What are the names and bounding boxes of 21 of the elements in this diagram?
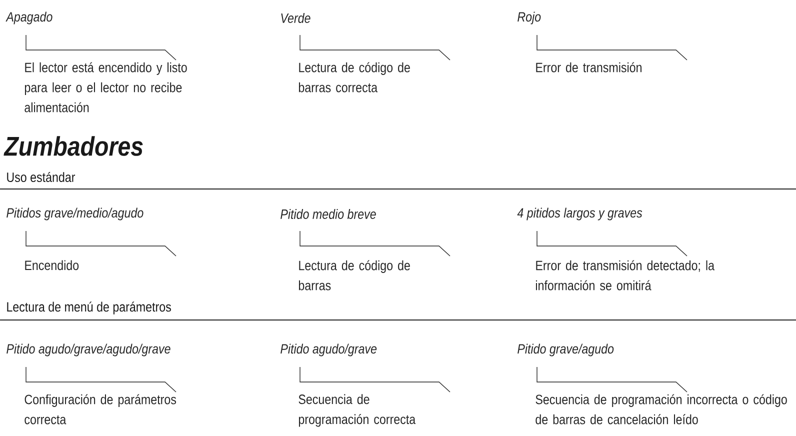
heading-text: Apagado: [6, 12, 52, 24]
heading-text: Pitido agudo/grave: [280, 344, 377, 356]
description-text: Secuencia de programación incorrecta o código de barras de cancelación leído: [536, 394, 787, 424]
heading-text: 4 pitidos largos y graves: [517, 208, 642, 220]
heading-text: Pitidos grave/medio/agudo: [6, 208, 144, 220]
description-text: Lectura de código de barras correcta: [298, 62, 410, 92]
heading-text: Pitido grave/agudo: [518, 344, 614, 356]
description-text: Error de transmisión detectado; la información se omitirá: [536, 260, 714, 290]
heading-text: Pitido agudo/grave/agudo/grave: [6, 344, 170, 356]
section-title: Zumbadores: [4, 136, 143, 156]
description-text: Error de transmisión: [536, 62, 642, 72]
description-text: Secuencia de programación correcta: [298, 394, 416, 427]
heading-text: Verde: [281, 13, 310, 23]
subsection-heading: Lectura de menú de parámetros: [7, 302, 171, 314]
description-text: Configuración de parámetros correcta: [24, 394, 176, 424]
subsection-heading: Uso estándar: [7, 172, 76, 182]
heading-text: Pitido medio breve: [280, 209, 376, 219]
description-text: El lector está encendido y listo para leer o el lector no recibe alimentación: [24, 62, 187, 112]
description-text: Encendido: [25, 260, 79, 270]
heading-text: Rojo: [518, 12, 541, 24]
description-text: Lectura de código de barras: [298, 260, 410, 290]
